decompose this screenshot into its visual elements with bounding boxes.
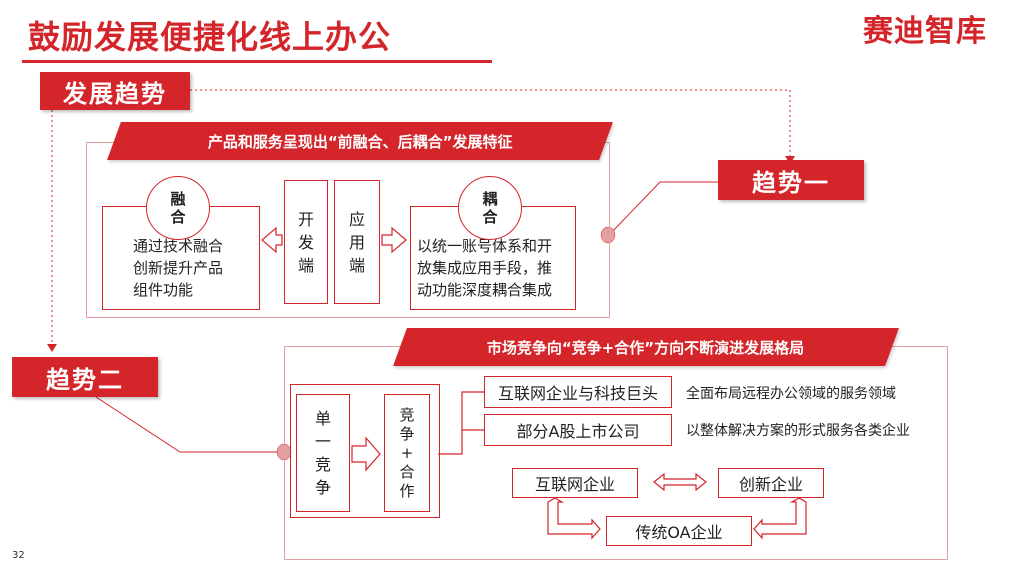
fusion-text: 通过技术融合 创新提升产品 组件功能 bbox=[133, 237, 224, 299]
coupling-box: 以统一账号体系和开 放集成应用手段，推 动功能深度耦合集成 bbox=[410, 206, 576, 310]
fusion-circle-label: 融 合 bbox=[170, 190, 186, 226]
players-bracket bbox=[438, 391, 484, 455]
ecosystem-label: 创新企业 bbox=[738, 475, 803, 494]
player-desc: 以整体解决方案的形式服务各类企业 bbox=[686, 423, 910, 439]
ecosystem-label: 传统OA企业 bbox=[635, 523, 723, 542]
leader-dot-trend1 bbox=[600, 226, 616, 244]
trend2-banner-text: 市场竞争向“竞争+合作”方向不断演进发展格局 bbox=[487, 338, 805, 357]
application-side-label: 应 用 端 bbox=[348, 209, 365, 275]
competition-cooperation-label: 竞 争 + 合 作 bbox=[399, 405, 415, 500]
fusion-box: 通过技术融合 创新提升产品 组件功能 bbox=[102, 206, 260, 310]
ecosystem-label: 互联网企业 bbox=[534, 475, 615, 494]
left-double-arrow bbox=[261, 226, 283, 254]
title-underline bbox=[22, 60, 492, 63]
trend2-banner: 市场竞争向“竞争+合作”方向不断演进发展格局 bbox=[393, 328, 899, 366]
horizontal-double-arrow-icon bbox=[653, 472, 707, 492]
trend1-tag: 趋势一 bbox=[718, 160, 864, 200]
fusion-circle: 融 合 bbox=[146, 176, 210, 240]
section-tag-label: 发展趋势 bbox=[63, 79, 167, 108]
arrowhead-trend2 bbox=[47, 344, 57, 352]
ecosystem-internet: 互联网企业 bbox=[512, 468, 638, 498]
player-internet-giants: 互联网企业与科技巨头 bbox=[484, 376, 672, 408]
page-number: 32 bbox=[12, 550, 25, 561]
right-arrow-icon bbox=[351, 436, 381, 472]
competition-frame bbox=[290, 384, 440, 518]
trend2-tag: 趋势二 bbox=[12, 357, 158, 397]
player-desc: 全面布局远程办公领域的服务领域 bbox=[686, 386, 896, 402]
single-competition-label: 单 一 竞 争 bbox=[314, 409, 331, 497]
ecosystem-traditional-oa: 传统OA企业 bbox=[606, 516, 752, 546]
page-title: 鼓励发展便捷化线上办公 bbox=[28, 18, 392, 56]
trend2-tag-label: 趋势二 bbox=[46, 365, 124, 394]
leader-line-trend1 bbox=[609, 181, 718, 235]
competition-cooperation-box: 竞 争 + 合 作 bbox=[384, 394, 430, 512]
bent-arrow-left-icon bbox=[547, 497, 601, 540]
dotted-connector-trend1 bbox=[190, 89, 791, 160]
coupling-circle-label: 耦 合 bbox=[482, 190, 498, 226]
trend1-banner-text: 产品和服务呈现出“前融合、后耦合”发展特征 bbox=[207, 132, 513, 151]
trend1-tag-label: 趋势一 bbox=[752, 168, 830, 197]
player-name: 部分A股上市公司 bbox=[516, 422, 640, 441]
player-a-share-companies: 部分A股上市公司 bbox=[484, 414, 672, 446]
section-tag: 发展趋势 bbox=[40, 72, 190, 110]
leader-line-trend2 bbox=[95, 396, 284, 453]
bent-arrow-right-icon bbox=[753, 497, 807, 540]
coupling-circle: 耦 合 bbox=[458, 176, 522, 240]
ecosystem-innovation: 创新企业 bbox=[718, 468, 824, 498]
single-competition-box: 单 一 竞 争 bbox=[296, 394, 350, 512]
trend1-banner: 产品和服务呈现出“前融合、后耦合”发展特征 bbox=[107, 122, 613, 160]
coupling-text: 以统一账号体系和开 放集成应用手段，推 动功能深度耦合集成 bbox=[417, 237, 553, 299]
brand-logo: 赛迪智库 bbox=[863, 14, 987, 49]
application-side-box: 应 用 端 bbox=[334, 180, 380, 304]
developer-side-label: 开 发 端 bbox=[297, 209, 314, 275]
player-name: 互联网企业与科技巨头 bbox=[497, 384, 658, 403]
right-double-arrow bbox=[381, 226, 407, 254]
developer-side-box: 开 发 端 bbox=[284, 180, 328, 304]
